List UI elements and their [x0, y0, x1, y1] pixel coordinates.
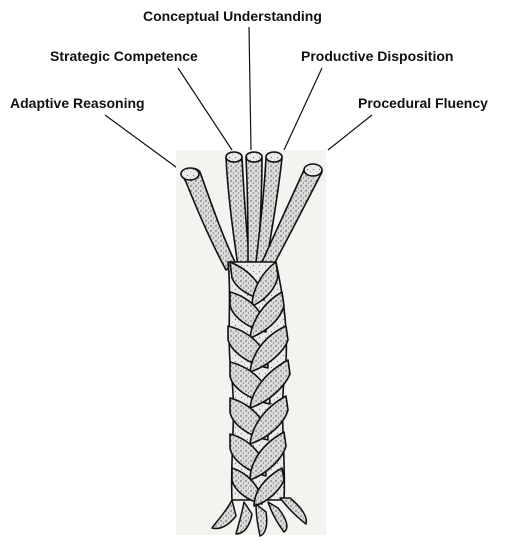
label-procedural-fluency: Procedural Fluency — [358, 95, 488, 111]
leader-line-productive — [284, 68, 322, 150]
braid-body — [228, 262, 290, 506]
leader-line-procedural — [328, 115, 372, 150]
strand-tip-procedural — [304, 164, 322, 176]
strand-tip-conceptual — [246, 152, 262, 162]
strand-tip-strategic — [226, 152, 242, 162]
label-conceptual-understanding: Conceptual Understanding — [143, 8, 322, 24]
leader-line-conceptual — [249, 27, 251, 150]
label-strategic-competence: Strategic Competence — [50, 48, 198, 64]
strand-tip-productive — [266, 152, 282, 162]
label-adaptive-reasoning: Adaptive Reasoning — [10, 95, 145, 111]
leader-line-strategic — [178, 68, 232, 150]
label-productive-disposition: Productive Disposition — [301, 48, 453, 64]
leader-line-adaptive — [105, 115, 180, 170]
strand-tip-adaptive — [181, 168, 199, 180]
